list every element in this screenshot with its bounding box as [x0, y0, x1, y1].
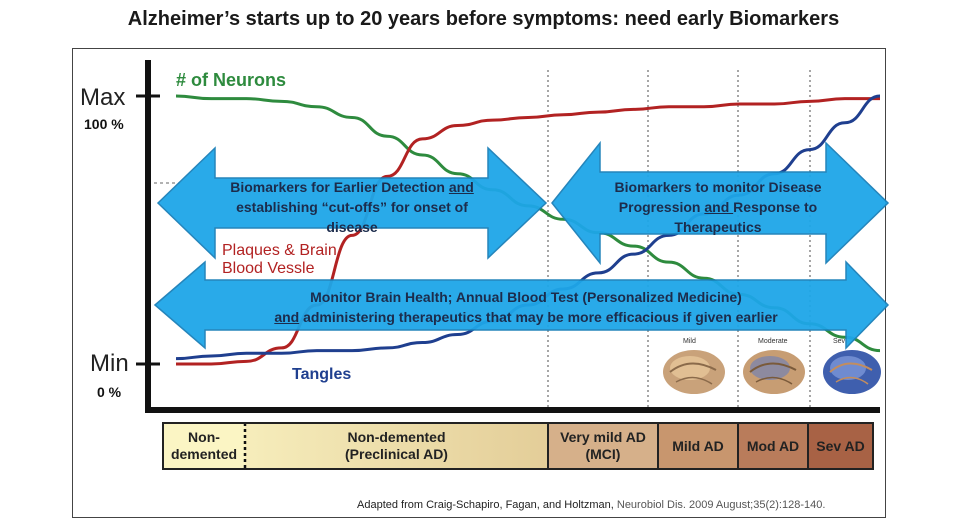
- axis-min-percent: 0 %: [97, 384, 122, 400]
- stage-nondemented-label: Non- demented: [170, 429, 238, 462]
- slide-title: Alzheimer’s starts up to 20 years before…: [127, 8, 840, 30]
- arrow-text-early-detection: Biomarkers for Earlier Detection and est…: [230, 179, 474, 235]
- arrow-early-detection: [156, 146, 548, 260]
- brain-image-mild: [663, 350, 725, 394]
- stage-moderate: Mod AD: [738, 423, 808, 469]
- stage-preclinical-label: Non-demented (Preclinical AD): [345, 429, 448, 462]
- brain-label-severe: Sev: [833, 338, 846, 345]
- arrow-monitor-progression: [551, 140, 890, 266]
- brain-label-moderate: Moderate: [758, 338, 788, 345]
- stage-mild-bg: [658, 423, 738, 469]
- stage-mci-bg: [548, 423, 658, 469]
- stage-mod-bg: [738, 423, 808, 469]
- brain-image-severe: [823, 350, 881, 394]
- series-label-tangles: Tangles: [292, 366, 352, 383]
- stage-mild-label: Mild AD: [672, 437, 724, 454]
- stage-severe-label: Sev AD: [816, 437, 865, 454]
- axis-max-label: Max: [80, 84, 126, 111]
- stage-mci-label: Very mild AD (MCI): [560, 429, 646, 462]
- stage-sev-bg: [808, 423, 873, 469]
- series-label-neurons: # of Neurons: [176, 70, 287, 90]
- stage-mci: Very mild AD (MCI): [548, 423, 658, 469]
- stage-mild: Mild AD: [658, 423, 738, 469]
- brain-image-moderate: [743, 350, 805, 394]
- stage-severe: Sev AD: [808, 423, 873, 469]
- arrow-brain-health: [153, 260, 890, 350]
- series-label-plaques: Plaques & Brain Blood Vessle: [222, 242, 337, 277]
- stage-nondemented: Non- demented: [163, 423, 245, 469]
- stage-moderate-label: Mod AD: [746, 437, 800, 454]
- axis-max-percent: 100 %: [84, 116, 124, 132]
- series-line-1: [176, 97, 880, 366]
- citation-authors: Adapted from Craig-Schapiro, Fagan, and …: [357, 499, 614, 511]
- stage-nondemented-bg: [163, 423, 245, 469]
- citation: Adapted from Craig-Schapiro, Fagan, and …: [357, 499, 825, 511]
- axis-min-label: Min: [90, 350, 129, 377]
- stage-preclinical: Non-demented (Preclinical AD): [245, 423, 548, 469]
- stage-bar-border: [162, 422, 874, 470]
- arrow-text-brain-health: Monitor Brain Health; Annual Blood Test …: [274, 289, 778, 325]
- brain-label-mild: Mild: [683, 338, 696, 345]
- citation-journal: Neurobiol Dis. 2009 August;35(2):128-140…: [613, 499, 826, 511]
- arrow-text-monitor-progression: Biomarkers to monitor Disease Progressio…: [614, 179, 822, 235]
